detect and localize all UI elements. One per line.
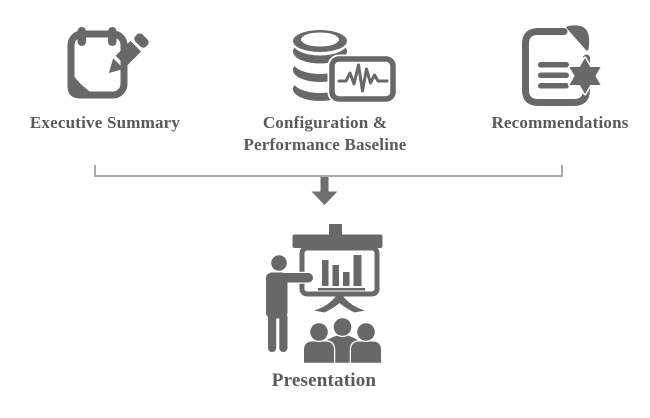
result-label-presentation: Presentation: [194, 370, 454, 392]
merge-bracket: [94, 165, 563, 177]
label-line: Configuration &: [262, 113, 388, 132]
label-line: Performance Baseline: [243, 135, 407, 154]
label-line: Recommendations: [491, 113, 629, 132]
column-label-recommendations: Recommendations: [430, 112, 650, 134]
database-monitor-icon: [293, 30, 397, 104]
document-star-icon: [522, 25, 603, 106]
down-arrow-icon: [311, 177, 338, 205]
presentation-audience-icon: [264, 224, 383, 363]
column-label-configuration-performance-baseline: Configuration & Performance Baseline: [195, 112, 455, 156]
clipboard-pencil-icon: [67, 27, 149, 99]
label-line: Presentation: [271, 370, 377, 391]
label-line: Executive Summary: [29, 113, 181, 132]
column-label-executive-summary: Executive Summary: [0, 112, 210, 134]
